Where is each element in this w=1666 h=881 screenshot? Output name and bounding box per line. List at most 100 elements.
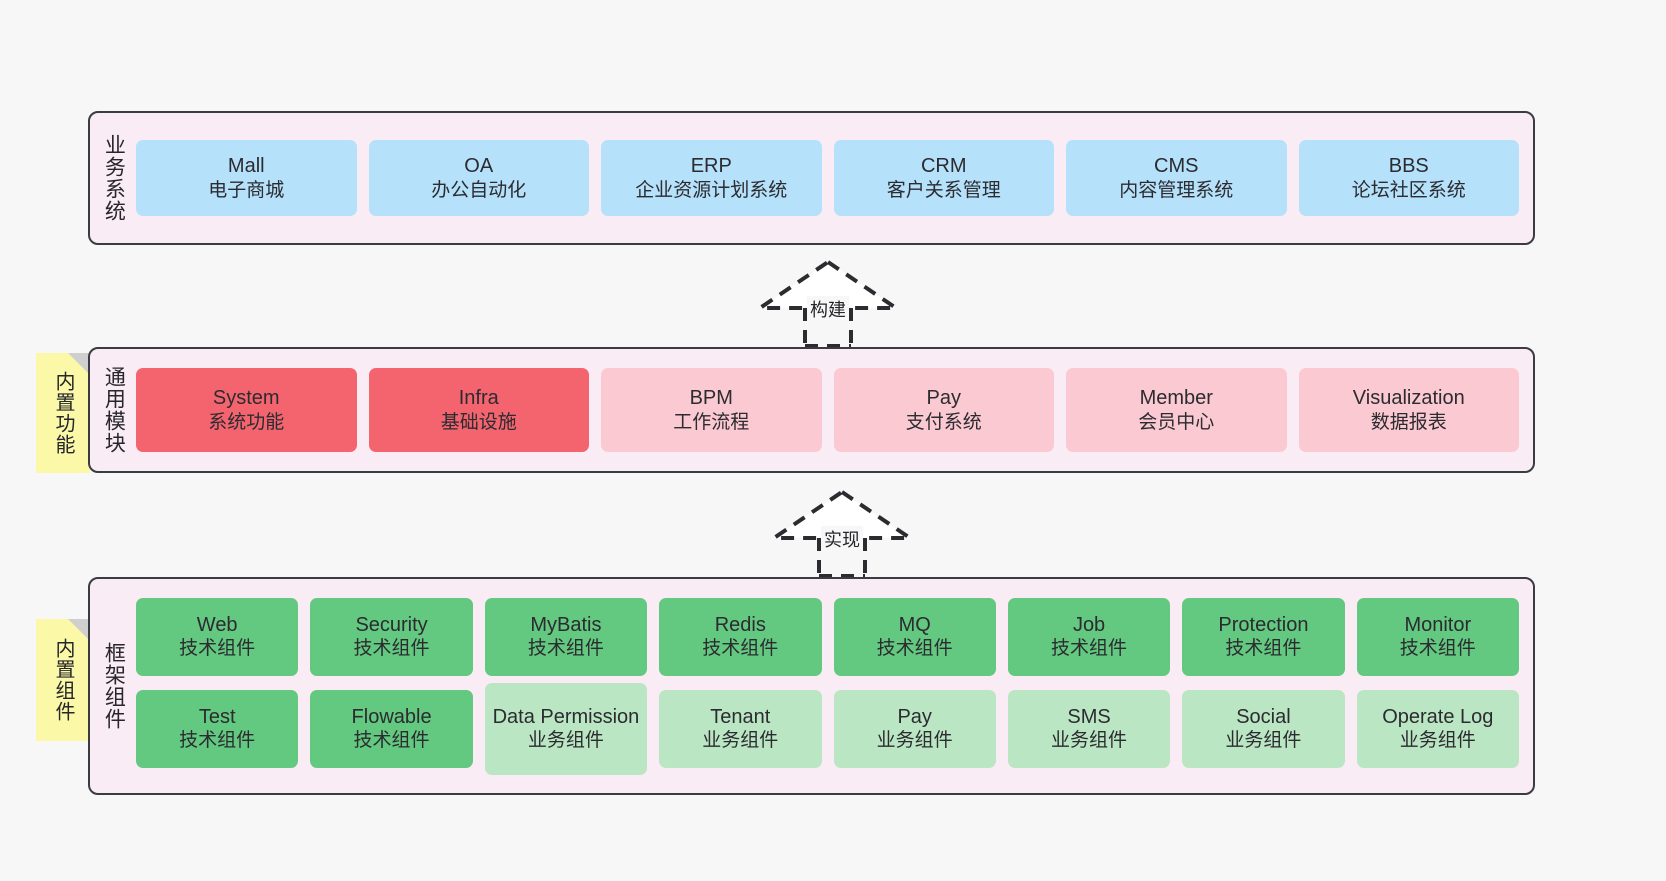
card-data-permission[interactable]: Data Permission 业务组件 [484, 682, 648, 775]
card-oa-subtitle: 办公自动化 [431, 179, 527, 201]
card-social-title: Social [1236, 705, 1291, 728]
card-system-subtitle: 系统功能 [208, 411, 285, 433]
card-mall[interactable]: Mall 电子商城 [136, 140, 357, 216]
card-test[interactable]: Test 技术组件 [136, 689, 299, 768]
card-cms-title: CMS [1154, 155, 1199, 178]
card-visualization[interactable]: Visualization 数据报表 [1298, 368, 1519, 452]
card-bbs-subtitle: 论坛社区系统 [1351, 179, 1466, 201]
card-system[interactable]: System 系统功能 [136, 368, 357, 452]
card-bpm-title: BPM [689, 387, 733, 410]
card-crm[interactable]: CRM 客户关系管理 [833, 140, 1054, 216]
card-redis-subtitle: 技术组件 [702, 638, 779, 660]
card-member[interactable]: Member 会员中心 [1066, 368, 1287, 452]
card-erp[interactable]: ERP 企业资源计划系统 [601, 140, 822, 216]
card-tenant-title: Tenant [710, 705, 771, 728]
card-monitor-subtitle: 技术组件 [1399, 638, 1476, 660]
card-bpm[interactable]: BPM 工作流程 [601, 368, 822, 452]
card-mybatis-subtitle: 技术组件 [527, 638, 604, 660]
build-arrow-tail [803, 308, 853, 348]
card-crm-subtitle: 客户关系管理 [886, 179, 1001, 201]
card-erp-title: ERP [690, 155, 732, 178]
connector-build-label: 构建 [807, 296, 849, 322]
layer-business-systems: 业务系统 Mall 电子商城 OA 办公自动化 ERP 企业资源计划系统 CRM… [88, 111, 1535, 245]
card-web[interactable]: Web 技术组件 [136, 597, 299, 676]
layer-common-modules: 通用模块 System 系统功能 Infra 基础设施 BPM 工作流程 Pay… [88, 347, 1535, 473]
card-monitor[interactable]: Monitor 技术组件 [1356, 597, 1519, 676]
framework-row-tech: Web 技术组件 Security 技术组件 MyBatis 技术组件 Redi… [136, 597, 1519, 676]
card-mall-subtitle: 电子商城 [208, 179, 285, 201]
card-pay-component-title: Pay [897, 705, 932, 728]
card-infra-title: Infra [458, 387, 499, 410]
card-security[interactable]: Security 技术组件 [310, 597, 473, 676]
card-social[interactable]: Social 业务组件 [1182, 689, 1345, 768]
layer-body-business-systems: Mall 电子商城 OA 办公自动化 ERP 企业资源计划系统 CRM 客户关系… [136, 113, 1533, 243]
card-tenant-subtitle: 业务组件 [702, 730, 779, 752]
card-mybatis[interactable]: MyBatis 技术组件 [484, 597, 648, 676]
card-protection-title: Protection [1218, 613, 1309, 636]
card-sms[interactable]: SMS 业务组件 [1007, 689, 1171, 768]
card-redis[interactable]: Redis 技术组件 [659, 597, 822, 676]
card-data-permission-title: Data Permission [492, 705, 640, 728]
note-builtin-features: 内置功能 [36, 353, 90, 473]
note-fold-corner-icon [68, 353, 90, 375]
card-sms-title: SMS [1067, 705, 1111, 728]
card-web-subtitle: 技术组件 [179, 638, 256, 660]
card-bbs[interactable]: BBS 论坛社区系统 [1298, 140, 1519, 216]
card-pay-component-subtitle: 业务组件 [876, 730, 953, 752]
connector-implement-label: 实现 [821, 526, 863, 552]
card-sms-subtitle: 业务组件 [1051, 730, 1128, 752]
card-pay-module-subtitle: 支付系统 [905, 411, 982, 433]
card-mq[interactable]: MQ 技术组件 [833, 597, 996, 676]
layer-body-common-modules: System 系统功能 Infra 基础设施 BPM 工作流程 Pay 支付系统… [136, 349, 1533, 471]
card-pay-module[interactable]: Pay 支付系统 [833, 368, 1054, 452]
card-infra-subtitle: 基础设施 [440, 411, 517, 433]
card-visualization-subtitle: 数据报表 [1370, 411, 1447, 433]
card-flowable-subtitle: 技术组件 [353, 730, 430, 752]
card-infra[interactable]: Infra 基础设施 [368, 368, 589, 452]
note-builtin-features-label: 内置功能 [52, 371, 74, 455]
card-oa[interactable]: OA 办公自动化 [368, 140, 589, 216]
card-mq-subtitle: 技术组件 [876, 638, 953, 660]
build-arrowhead [753, 259, 903, 310]
card-oa-title: OA [464, 155, 494, 178]
card-pay-component[interactable]: Pay 业务组件 [833, 689, 996, 768]
card-member-title: Member [1139, 387, 1213, 410]
card-system-title: System [212, 387, 280, 410]
card-mybatis-title: MyBatis [530, 613, 602, 636]
card-test-subtitle: 技术组件 [179, 730, 256, 752]
card-member-subtitle: 会员中心 [1138, 411, 1215, 433]
card-test-title: Test [198, 705, 236, 728]
card-crm-title: CRM [920, 155, 967, 178]
layer-title-common-modules: 通用模块 [102, 366, 126, 454]
card-tenant[interactable]: Tenant 业务组件 [659, 689, 822, 768]
card-flowable[interactable]: Flowable 技术组件 [310, 689, 473, 768]
card-social-subtitle: 业务组件 [1225, 730, 1302, 752]
card-bbs-title: BBS [1388, 155, 1429, 178]
layer-body-framework-components: Web 技术组件 Security 技术组件 MyBatis 技术组件 Redi… [136, 579, 1533, 793]
layer-framework-components: 框架组件 Web 技术组件 Security 技术组件 MyBatis 技术组件… [88, 577, 1535, 795]
card-data-permission-subtitle: 业务组件 [527, 730, 604, 752]
card-mq-title: MQ [898, 613, 931, 636]
card-operate-log-subtitle: 业务组件 [1399, 730, 1476, 752]
framework-row-business: Test 技术组件 Flowable 技术组件 Data Permission … [136, 682, 1519, 775]
card-protection[interactable]: Protection 技术组件 [1182, 597, 1345, 676]
note-builtin-components: 内置组件 [36, 619, 90, 741]
card-job[interactable]: Job 技术组件 [1007, 597, 1171, 676]
card-bpm-subtitle: 工作流程 [673, 411, 750, 433]
card-job-subtitle: 技术组件 [1051, 638, 1128, 660]
note-fold-corner-icon [68, 619, 90, 641]
card-cms[interactable]: CMS 内容管理系统 [1066, 140, 1287, 216]
card-operate-log[interactable]: Operate Log 业务组件 [1356, 689, 1519, 768]
card-pay-module-title: Pay [926, 387, 961, 410]
implement-arrowhead [767, 489, 917, 540]
card-security-subtitle: 技术组件 [353, 638, 430, 660]
implement-arrow-tail [817, 538, 867, 578]
connector-implement: 实现 [767, 488, 917, 578]
card-flowable-title: Flowable [351, 705, 432, 728]
card-monitor-title: Monitor [1404, 613, 1472, 636]
card-mall-title: Mall [227, 155, 265, 178]
card-redis-title: Redis [714, 613, 766, 636]
card-web-title: Web [196, 613, 238, 636]
card-cms-subtitle: 内容管理系统 [1119, 179, 1234, 201]
